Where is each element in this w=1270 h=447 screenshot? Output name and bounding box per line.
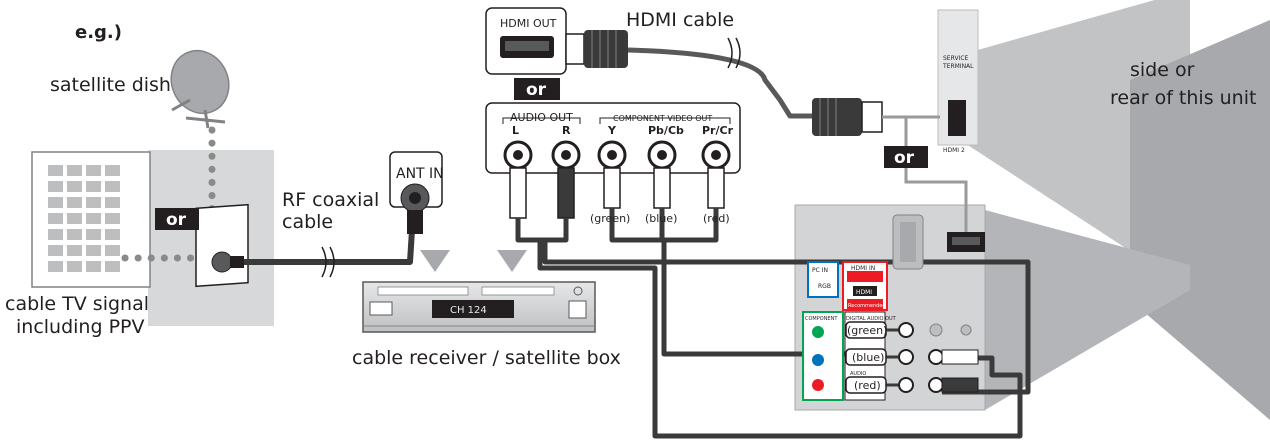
jack-pr-label: Pr/Cr: [702, 124, 734, 137]
cable-tv-label-line1: cable TV signal: [5, 293, 149, 315]
component-color-boxes: [845, 321, 887, 394]
audio-cable-r: [537, 218, 1023, 439]
svg-text:or: or: [894, 148, 915, 168]
satellite-dish: [170, 49, 230, 129]
rf-cable-label-line2: cable: [282, 211, 333, 233]
service-terminal-label-line1: SERVICE: [943, 55, 969, 62]
av-out-arrow: [497, 250, 527, 272]
tv-body: [1130, 20, 1270, 420]
ant-in-arrow: [420, 250, 450, 272]
service-terminal-label-line2: TERMINAL: [942, 63, 974, 70]
jack-l-label: L: [512, 124, 519, 137]
pc-in-label: PC IN: [812, 267, 828, 274]
component-video-out-label: COMPONENT VIDEO OUT: [613, 114, 712, 123]
hdmi-label: HDMI: [856, 289, 872, 296]
cable-receiver-box: [362, 281, 596, 333]
or-badge-hdmi: or: [514, 78, 560, 100]
jack-y-label: Y: [607, 124, 617, 137]
hdmi-out-box: [485, 7, 567, 75]
cable-tv-label-line2: including PPV: [16, 316, 144, 338]
rca-jacks: [503, 140, 731, 170]
rf-cable-break: [321, 246, 335, 278]
component-label: COMPONENT: [805, 316, 838, 322]
receiver-label: cable receiver / satellite box: [352, 347, 621, 369]
digital-audio-out-label: DIGITAL AUDIO OUT: [846, 316, 897, 322]
hdmi-out-label: HDMI OUT: [500, 17, 557, 30]
hdmi-plug-tv: [812, 98, 883, 136]
rf-cable-label-line1: RF coaxial: [282, 189, 379, 211]
red-label: (red): [703, 212, 730, 225]
audio-label: AUDIO: [850, 371, 866, 377]
panel-blue-label: (blue): [852, 351, 884, 364]
satellite-dish-label: satellite dish: [50, 74, 171, 96]
rgb-label: RGB: [818, 283, 831, 290]
av-out-panel: [485, 102, 741, 174]
or-badge-wall: or: [155, 208, 199, 230]
jack-r-label: R: [562, 124, 571, 137]
blue-label: (blue): [645, 212, 677, 225]
hdmi2-label: HDMI 2: [943, 147, 965, 154]
rf-coaxial-cable: [244, 229, 415, 265]
ant-in-label: ANT IN: [396, 166, 444, 182]
or-badge-tv: or: [884, 146, 928, 168]
tv-rear-beam: [985, 210, 1190, 410]
audio-cable-l: [515, 218, 1031, 395]
hdmi-plug-source: [565, 30, 628, 68]
hdmi-cable-label: HDMI cable: [626, 9, 734, 31]
panel-red-label: (red): [854, 379, 881, 392]
tv-side-label-line1: side or: [1130, 59, 1195, 81]
recommended-label: Recommended: [848, 303, 886, 309]
hdmi-cable-break: [727, 37, 741, 69]
hdmi-in-label: HDMI IN: [851, 265, 875, 272]
component-cable: [609, 208, 848, 357]
hdmi2-port: [948, 100, 966, 136]
wall-outlet: [195, 203, 249, 288]
audio-out-label: AUDIO OUT: [510, 111, 573, 124]
green-label: (green): [590, 212, 630, 225]
tv-side-label-line2: rear of this unit: [1110, 87, 1256, 109]
svg-text:or: or: [166, 210, 187, 230]
cable-tv-building: [31, 151, 151, 288]
receiver-display-text: CH 124: [450, 305, 487, 316]
ant-in-terminal: [389, 151, 443, 234]
example-label: e.g.): [75, 22, 122, 43]
rca-plugs: [509, 167, 725, 219]
svg-text:or: or: [526, 80, 547, 100]
panel-green-label: (green): [847, 324, 887, 337]
jack-pb-label: Pb/Cb: [648, 124, 684, 137]
hdmi-cable: [627, 47, 812, 119]
